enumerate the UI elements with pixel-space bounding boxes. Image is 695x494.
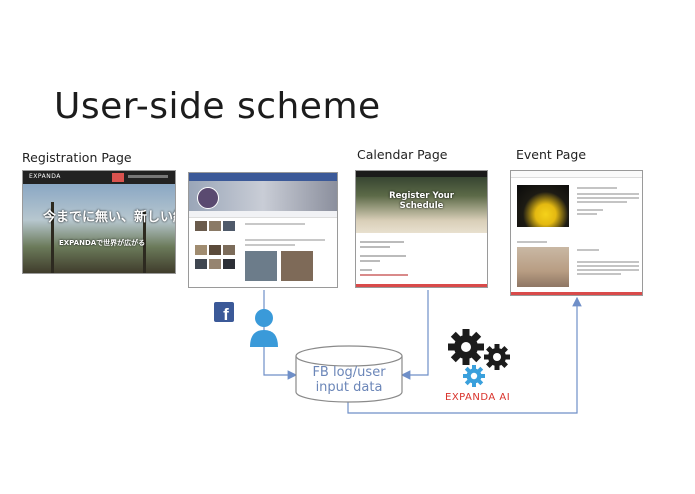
registration-page-screenshot: EXPANDA 今までに無い、新しい経験をしよう EXPANDAで世界が広がる <box>22 170 176 274</box>
registration-subline: EXPANDAで世界が広がる <box>59 239 146 247</box>
user-icon <box>250 309 278 347</box>
event-image-clapperboard <box>517 247 569 287</box>
calendar-form-text <box>360 260 380 262</box>
registration-headline: 今までに無い、新しい経験をしよう <box>43 210 175 225</box>
facebook-photo-thumb <box>223 245 235 255</box>
facebook-photo-thumb <box>209 259 221 269</box>
facebook-page-screenshot <box>188 172 338 288</box>
facebook-photo-thumb <box>195 259 207 269</box>
calendar-headline-line1: Register Your <box>389 191 454 201</box>
event-text <box>577 197 639 199</box>
event-text <box>577 213 597 215</box>
facebook-post-text <box>245 239 325 241</box>
event-text <box>577 209 603 211</box>
event-text <box>577 261 639 263</box>
event-topbar <box>511 171 642 178</box>
registration-nav-text <box>128 175 168 178</box>
event-footer-bar <box>511 292 642 295</box>
facebook-profile-tabs <box>189 211 337 218</box>
calendar-form-text <box>360 246 390 248</box>
facebook-photo-thumb <box>209 245 221 255</box>
event-text <box>517 241 547 243</box>
registration-page-label: Registration Page <box>22 150 132 165</box>
event-text <box>577 201 627 203</box>
calendar-form-text <box>360 269 372 271</box>
event-text <box>577 249 599 251</box>
arrow-calendar-to-db <box>400 290 429 380</box>
facebook-post-text <box>245 244 295 246</box>
palm-trunk <box>143 210 146 273</box>
facebook-photo-thumb <box>195 221 207 231</box>
facebook-photo-thumb <box>209 221 221 231</box>
event-image-tent <box>517 185 569 227</box>
registration-button <box>112 173 124 182</box>
calendar-form-text <box>360 241 404 243</box>
event-text <box>577 187 617 189</box>
registration-hero-image: 今までに無い、新しい経験をしよう EXPANDAで世界が広がる <box>23 184 175 273</box>
arrow-db-to-event <box>347 296 582 414</box>
facebook-icon: f <box>214 302 234 324</box>
database-cylinder <box>295 345 403 403</box>
calendar-headline-line2: Schedule <box>399 201 444 211</box>
gear-icon-small <box>463 365 485 387</box>
palm-trunk <box>51 202 54 273</box>
facebook-post-text <box>245 223 305 225</box>
database-label-line2: input data <box>315 380 383 395</box>
event-text <box>577 193 639 195</box>
registration-logo: EXPANDA <box>29 173 61 180</box>
calendar-page-label: Calendar Page <box>357 147 448 162</box>
gear-icon-large <box>448 329 484 365</box>
database-label: FB log/user input data <box>296 365 402 395</box>
facebook-photo-thumb <box>195 245 207 255</box>
calendar-form-text <box>360 274 408 276</box>
facebook-photo-thumb <box>223 221 235 231</box>
event-text <box>577 273 621 275</box>
calendar-page-screenshot: Register Your Schedule <box>355 170 488 288</box>
svg-text:f: f <box>223 305 229 324</box>
event-page-screenshot <box>510 170 643 296</box>
calendar-headline: Register Your Schedule <box>356 191 487 211</box>
facebook-topbar <box>189 173 337 181</box>
calendar-form-text <box>360 255 406 257</box>
event-text <box>577 265 639 267</box>
facebook-photo-thumb <box>223 259 235 269</box>
calendar-footer-bar <box>356 284 487 287</box>
facebook-post-image <box>281 251 313 281</box>
calendar-topbar <box>356 171 487 177</box>
facebook-post-image <box>245 251 277 281</box>
event-text <box>577 269 639 271</box>
page-title: User-side scheme <box>54 86 381 127</box>
gear-icon-medium <box>484 344 510 370</box>
registration-topbar: EXPANDA <box>23 171 175 184</box>
expanda-ai-label: EXPANDA AI <box>445 392 511 403</box>
event-page-label: Event Page <box>516 147 587 162</box>
facebook-profile-avatar <box>197 187 219 209</box>
calendar-hero-image: Register Your Schedule <box>356 171 487 233</box>
database-label-line1: FB log/user <box>312 365 386 380</box>
